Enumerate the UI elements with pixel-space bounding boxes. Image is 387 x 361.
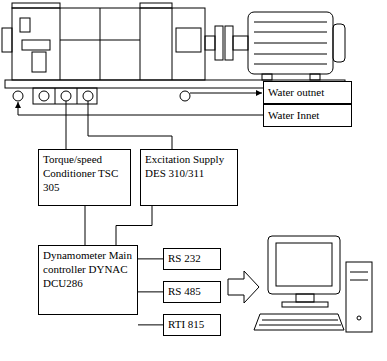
load-cell (20, 18, 30, 32)
box-label: Water outnet (268, 86, 347, 100)
computer-tower (346, 262, 372, 332)
connector (39, 91, 49, 101)
interface-box: RS 485 (163, 281, 221, 303)
water-box: Water outnet (263, 81, 352, 104)
connector-line (116, 206, 152, 245)
monitor (268, 236, 340, 294)
keyboard (254, 314, 344, 330)
connector (61, 91, 71, 101)
box-label: Dynamometer Main controller DYNAC DCU286 (43, 249, 133, 290)
water-inlet-line (18, 102, 263, 115)
interface-box: RS 232 (163, 248, 221, 270)
connector-line (138, 258, 163, 259)
connector-line (138, 291, 163, 292)
dynamometer-body (12, 8, 205, 80)
conditioner-box: Torque/speed Conditioner TSC 305 (38, 149, 131, 206)
interface-box: RTI 815 (163, 314, 221, 336)
box-label: Water Innet (268, 109, 347, 123)
signal-wire (88, 101, 172, 149)
box-label: Excitation Supply DES 310/311 (145, 153, 233, 181)
water-port (180, 91, 190, 101)
shaft (205, 36, 215, 50)
box-label: RS 485 (168, 285, 216, 299)
water-port (13, 91, 23, 101)
data-flow-arrow (228, 271, 259, 303)
connector-block (33, 88, 97, 104)
connector (83, 91, 93, 101)
water-outlet-line (190, 93, 262, 94)
water-box: Water Innet (263, 104, 352, 127)
coupling (215, 26, 223, 60)
box-label: Torque/speed Conditioner TSC 305 (43, 153, 126, 194)
signal-wire (66, 101, 67, 149)
box-label: RS 232 (168, 252, 216, 266)
motor (248, 12, 333, 74)
shaft-end (2, 28, 12, 52)
controller-box: Dynamometer Main controller DYNAC DCU286 (38, 245, 138, 315)
supply-box: Excitation Supply DES 310/311 (140, 149, 238, 206)
connector-line (85, 206, 86, 245)
box-label: RTI 815 (168, 318, 216, 332)
connector-line (138, 324, 163, 325)
